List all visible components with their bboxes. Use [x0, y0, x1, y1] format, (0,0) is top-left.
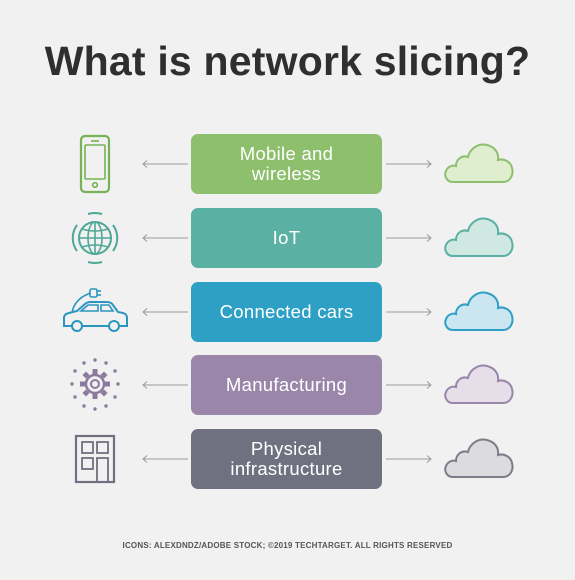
diagram-title: What is network slicing? [44, 38, 531, 84]
slice-row-infrastructure: Physical infrastructure [0, 429, 575, 489]
arrow-left [142, 308, 188, 316]
slice-box-manufacturing: Manufacturing [191, 355, 382, 415]
cloud-icon [444, 217, 514, 257]
building-icon [74, 434, 116, 484]
arrow-left [142, 381, 188, 389]
slice-box-mobile: Mobile and wireless [191, 134, 382, 194]
smartphone-icon [79, 134, 111, 194]
slice-box-infrastructure: Physical infrastructure [191, 429, 382, 489]
slice-row-cars: Connected cars [0, 282, 575, 342]
globe-icon [71, 212, 119, 264]
arrow-left [142, 160, 188, 168]
cloud-icon [444, 291, 514, 331]
image-credit: ICONS: ALEXDNDZ/ADOBE STOCK; ©2019 TECHT… [122, 541, 453, 550]
electric-car-icon [63, 288, 128, 332]
arrow-right [386, 381, 432, 389]
arrow-left [142, 234, 188, 242]
cloud-icon [444, 438, 514, 478]
slice-row-mobile: Mobile and wireless [0, 134, 575, 194]
arrow-right [386, 455, 432, 463]
arrow-right [386, 308, 432, 316]
slice-row-manufacturing: Manufacturing [0, 355, 575, 415]
arrow-right [386, 234, 432, 242]
slice-row-iot: IoT [0, 208, 575, 268]
arrow-right [386, 160, 432, 168]
slice-box-cars: Connected cars [191, 282, 382, 342]
slice-box-iot: IoT [191, 208, 382, 268]
cloud-icon [444, 364, 514, 404]
arrow-left [142, 455, 188, 463]
gear-icon [70, 358, 120, 411]
cloud-icon [444, 143, 514, 183]
